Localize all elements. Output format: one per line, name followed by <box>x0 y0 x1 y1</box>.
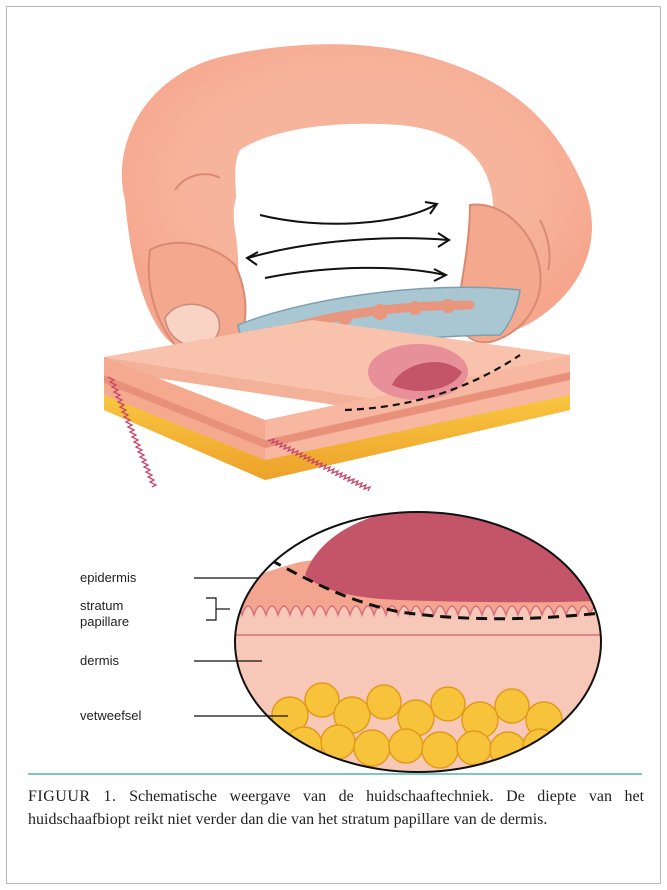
label-dermis: dermis <box>80 653 119 668</box>
magnified-section <box>218 505 610 775</box>
label-vetweefsel: vetweefsel <box>80 708 141 723</box>
label-epidermis: epidermis <box>80 570 136 585</box>
caption-text: Schematische weergave van de huidschaaft… <box>28 788 644 828</box>
figure-label: FIGUUR 1. <box>28 788 117 805</box>
label-stratum-line2: papillare <box>80 614 129 629</box>
skin-block <box>104 320 570 491</box>
figure-caption: FIGUUR 1. Schematische weergave van de h… <box>28 785 644 831</box>
label-stratum-line1: stratum <box>80 598 123 613</box>
caption-divider <box>28 773 642 775</box>
